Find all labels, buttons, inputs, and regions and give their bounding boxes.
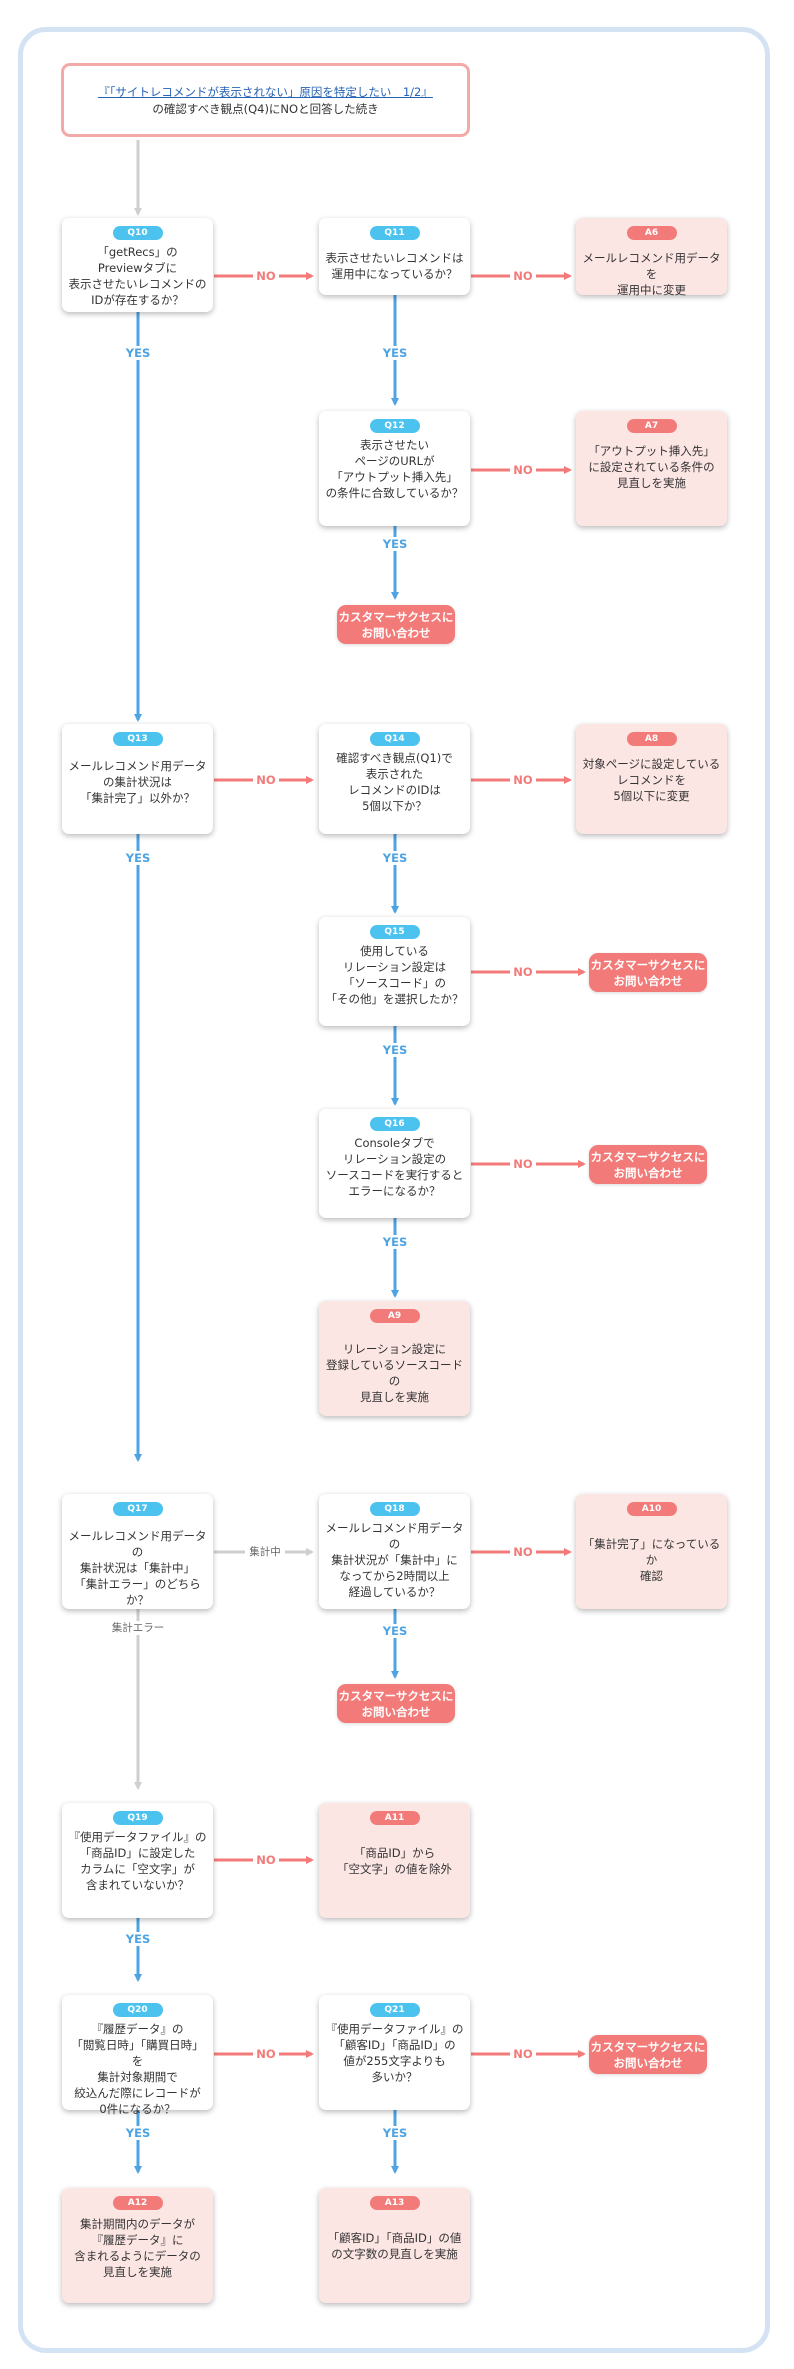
- header-box: 『「サイトレコメンドが表示されない」原因を特定したい 1/2』 の確認すべき観点…: [61, 63, 470, 137]
- no-label: NO: [253, 1853, 279, 1867]
- question-card-q13: Q13 メールレコメンド用データ の集計状況は 「集計完了」以外か？: [62, 724, 213, 834]
- yes-label: YES: [377, 346, 413, 360]
- a6-text: メールレコメンド用データを 運用中に変更: [582, 251, 721, 297]
- yes-label: YES: [120, 851, 156, 865]
- a7-badge: A7: [626, 419, 677, 433]
- no-label: NO: [510, 773, 536, 787]
- q17-badge: Q17: [112, 1502, 163, 1516]
- q12-badge: Q12: [369, 419, 420, 433]
- yes-label: YES: [377, 537, 413, 551]
- a11-badge: A11: [369, 1811, 420, 1825]
- q12-text: 表示させたい ページのURLが 「アウトプット挿入先」 の条件に合致しているか？: [325, 438, 464, 500]
- a8-text: 対象ページに設定している レコメンドを 5個以下に変更: [582, 757, 721, 803]
- question-card-q11: Q11 表示させたいレコメンドは 運用中になっているか？: [319, 218, 470, 295]
- a6-badge: A6: [626, 226, 677, 240]
- a10-badge: A10: [626, 1502, 677, 1516]
- q20-badge: Q20: [112, 2003, 163, 2017]
- a10-text: 「集計完了」になっているか 確認: [582, 1537, 721, 1583]
- q13-badge: Q13: [112, 732, 163, 746]
- q21-badge: Q21: [369, 2003, 420, 2017]
- question-card-q20: Q20 『履歴データ』の 「閲覧日時」「購買日時」を 集計対象期間で 絞込んだ際…: [62, 1995, 213, 2116]
- a12-text: 集計期間内のデータが 『履歴データ』に 含まれるようにデータの 見直しを実施: [74, 2217, 201, 2279]
- q17-text: メールレコメンド用データの 集計状況は「集計中」 「集計エラー」のどちらか？: [68, 1529, 207, 1607]
- q14-badge: Q14: [369, 732, 420, 746]
- question-card-q15: Q15 使用している リレーション設定は 「ソースコード」の 「その他」を選択し…: [319, 917, 470, 1026]
- no-label: NO: [253, 773, 279, 787]
- answer-card-a10: A10 「集計完了」になっているか 確認: [576, 1494, 727, 1609]
- q21-text: 『使用データファイル』の 「顧客ID」「商品ID」の 値が255文字よりも 多い…: [325, 2022, 464, 2084]
- q16-text: Consoleタブで リレーション設定の ソースコードを実行すると エラーになる…: [325, 1136, 464, 1198]
- header-subtext: の確認すべき観点(Q4)にNOと回答した続き: [152, 102, 379, 116]
- a12-badge: A12: [112, 2196, 163, 2210]
- yes-label: YES: [120, 2126, 156, 2140]
- header-link[interactable]: 『「サイトレコメンドが表示されない」原因を特定したい 1/2』: [98, 85, 433, 99]
- no-label: NO: [510, 2047, 536, 2061]
- no-label: NO: [510, 269, 536, 283]
- no-label: NO: [253, 269, 279, 283]
- question-card-q14: Q14 確認すべき観点(Q1)で 表示された レコメンドのIDは 5個以下か？: [319, 724, 470, 834]
- answer-card-a6: A6 メールレコメンド用データを 運用中に変更: [576, 218, 727, 297]
- q15-text: 使用している リレーション設定は 「ソースコード」の 「その他」を選択したか？: [325, 944, 464, 1006]
- no-label: NO: [253, 2047, 279, 2061]
- question-card-q16: Q16 Consoleタブで リレーション設定の ソースコードを実行すると エラ…: [319, 1109, 470, 1218]
- no-label: NO: [510, 965, 536, 979]
- yes-label: YES: [377, 1235, 413, 1249]
- aggregation-error-label: 集計エラー: [108, 1621, 168, 1635]
- yes-label: YES: [377, 1043, 413, 1057]
- q19-text: 『使用データファイル』の 「商品ID」に設定した カラムに「空文字」が 含まれて…: [68, 1830, 207, 1892]
- q20-text: 『履歴データ』の 「閲覧日時」「購買日時」を 集計対象期間で 絞込んだ際にレコー…: [71, 2022, 204, 2116]
- a9-badge: A9: [369, 1309, 420, 1323]
- customer-success-contact: カスタマーサクセスに お問い合わせ: [589, 2035, 707, 2074]
- q18-text: メールレコメンド用データの 集計状況が「集計中」に なってから2時間以上 経過し…: [325, 1521, 464, 1599]
- q14-text: 確認すべき観点(Q1)で 表示された レコメンドのIDは 5個以下か？: [336, 751, 453, 813]
- q15-badge: Q15: [369, 925, 420, 939]
- no-label: NO: [510, 1545, 536, 1559]
- a7-text: 「アウトプット挿入先」 に設定されている条件の 見直しを実施: [588, 444, 715, 490]
- yes-label: YES: [377, 851, 413, 865]
- yes-label: YES: [377, 2126, 413, 2140]
- yes-label: YES: [120, 346, 156, 360]
- no-label: NO: [510, 1157, 536, 1171]
- question-card-q17: Q17 メールレコメンド用データの 集計状況は「集計中」 「集計エラー」のどちら…: [62, 1494, 213, 1609]
- answer-card-a13: A13 「顧客ID」「商品ID」の値 の文字数の見直しを実施: [319, 2188, 470, 2303]
- customer-success-contact: カスタマーサクセスに お問い合わせ: [589, 1145, 707, 1184]
- q10-text: 「getRecs」の Previewタブに 表示させたいレコメンドの IDが存在…: [68, 245, 207, 307]
- a13-badge: A13: [369, 2196, 420, 2210]
- question-card-q21: Q21 『使用データファイル』の 「顧客ID」「商品ID」の 値が255文字より…: [319, 1995, 470, 2110]
- customer-success-contact: カスタマーサクセスに お問い合わせ: [589, 953, 707, 992]
- answer-card-a9: A9 リレーション設定に 登録しているソースコードの 見直しを実施: [319, 1301, 470, 1416]
- question-card-q18: Q18 メールレコメンド用データの 集計状況が「集計中」に なってから2時間以上…: [319, 1494, 470, 1609]
- a9-text: リレーション設定に 登録しているソースコードの 見直しを実施: [325, 1342, 464, 1404]
- customer-success-contact: カスタマーサクセスに お問い合わせ: [337, 1684, 455, 1723]
- a8-badge: A8: [626, 732, 677, 746]
- q11-text: 表示させたいレコメンドは 運用中になっているか？: [325, 251, 464, 281]
- yes-label: YES: [377, 1624, 413, 1638]
- question-card-q10: Q10 「getRecs」の Previewタブに 表示させたいレコメンドの I…: [62, 218, 213, 312]
- yes-label: YES: [120, 1932, 156, 1946]
- no-label: NO: [510, 463, 536, 477]
- q16-badge: Q16: [369, 1117, 420, 1131]
- customer-success-contact: カスタマーサクセスに お問い合わせ: [337, 605, 455, 644]
- q10-badge: Q10: [112, 226, 163, 240]
- answer-card-a12: A12 集計期間内のデータが 『履歴データ』に 含まれるようにデータの 見直しを…: [62, 2188, 213, 2303]
- a11-text: 「商品ID」から 「空文字」の値を除外: [337, 1846, 452, 1876]
- answer-card-a7: A7 「アウトプット挿入先」 に設定されている条件の 見直しを実施: [576, 411, 727, 526]
- answer-card-a8: A8 対象ページに設定している レコメンドを 5個以下に変更: [576, 724, 727, 834]
- q11-badge: Q11: [369, 226, 420, 240]
- a13-text: 「顧客ID」「商品ID」の値 の文字数の見直しを実施: [327, 2231, 462, 2261]
- q13-text: メールレコメンド用データ の集計状況は 「集計完了」以外か？: [68, 759, 207, 805]
- q19-badge: Q19: [112, 1811, 163, 1825]
- q18-badge: Q18: [369, 1502, 420, 1516]
- question-card-q19: Q19 『使用データファイル』の 「商品ID」に設定した カラムに「空文字」が …: [62, 1803, 213, 1918]
- answer-card-a11: A11 「商品ID」から 「空文字」の値を除外: [319, 1803, 470, 1918]
- aggregating-label: 集計中: [245, 1545, 285, 1559]
- question-card-q12: Q12 表示させたい ページのURLが 「アウトプット挿入先」 の条件に合致して…: [319, 411, 470, 526]
